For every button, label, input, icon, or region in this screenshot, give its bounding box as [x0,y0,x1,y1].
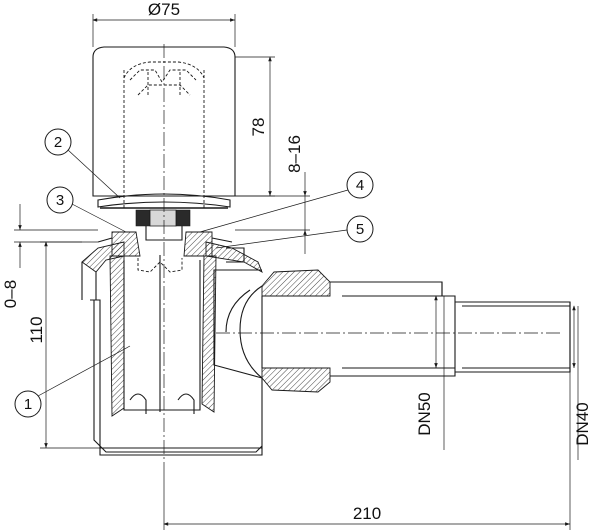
dim-cap-height: 78 [249,118,268,137]
callout-circle-5 [346,215,374,243]
callout-label-1: 1 [24,396,32,413]
callout-label-5: 5 [356,221,364,238]
callout-circle-3 [46,186,74,214]
callout-circle-2 [44,128,72,156]
callouts: 2 3 4 5 1 [14,128,374,418]
callout-circle-4 [346,171,374,199]
dimensions [14,14,579,530]
callout-label-2: 2 [54,134,62,151]
dim-adjust-range: 8–16 [285,135,304,173]
dim-flange-range: 0–8 [1,280,20,308]
callout-label-3: 3 [56,192,64,209]
dim-outlet-dn50: DN50 [415,392,434,435]
callout-label-4: 4 [356,177,364,194]
dim-cap-diameter: Ø75 [148,0,180,19]
dim-outlet-dn40: DN40 [573,402,592,445]
dim-body-height: 110 [27,316,46,343]
outlet-pipe [216,269,571,393]
dim-total-length: 210 [353,504,381,523]
trap-body [81,209,263,456]
callout-circle-1 [14,390,42,418]
